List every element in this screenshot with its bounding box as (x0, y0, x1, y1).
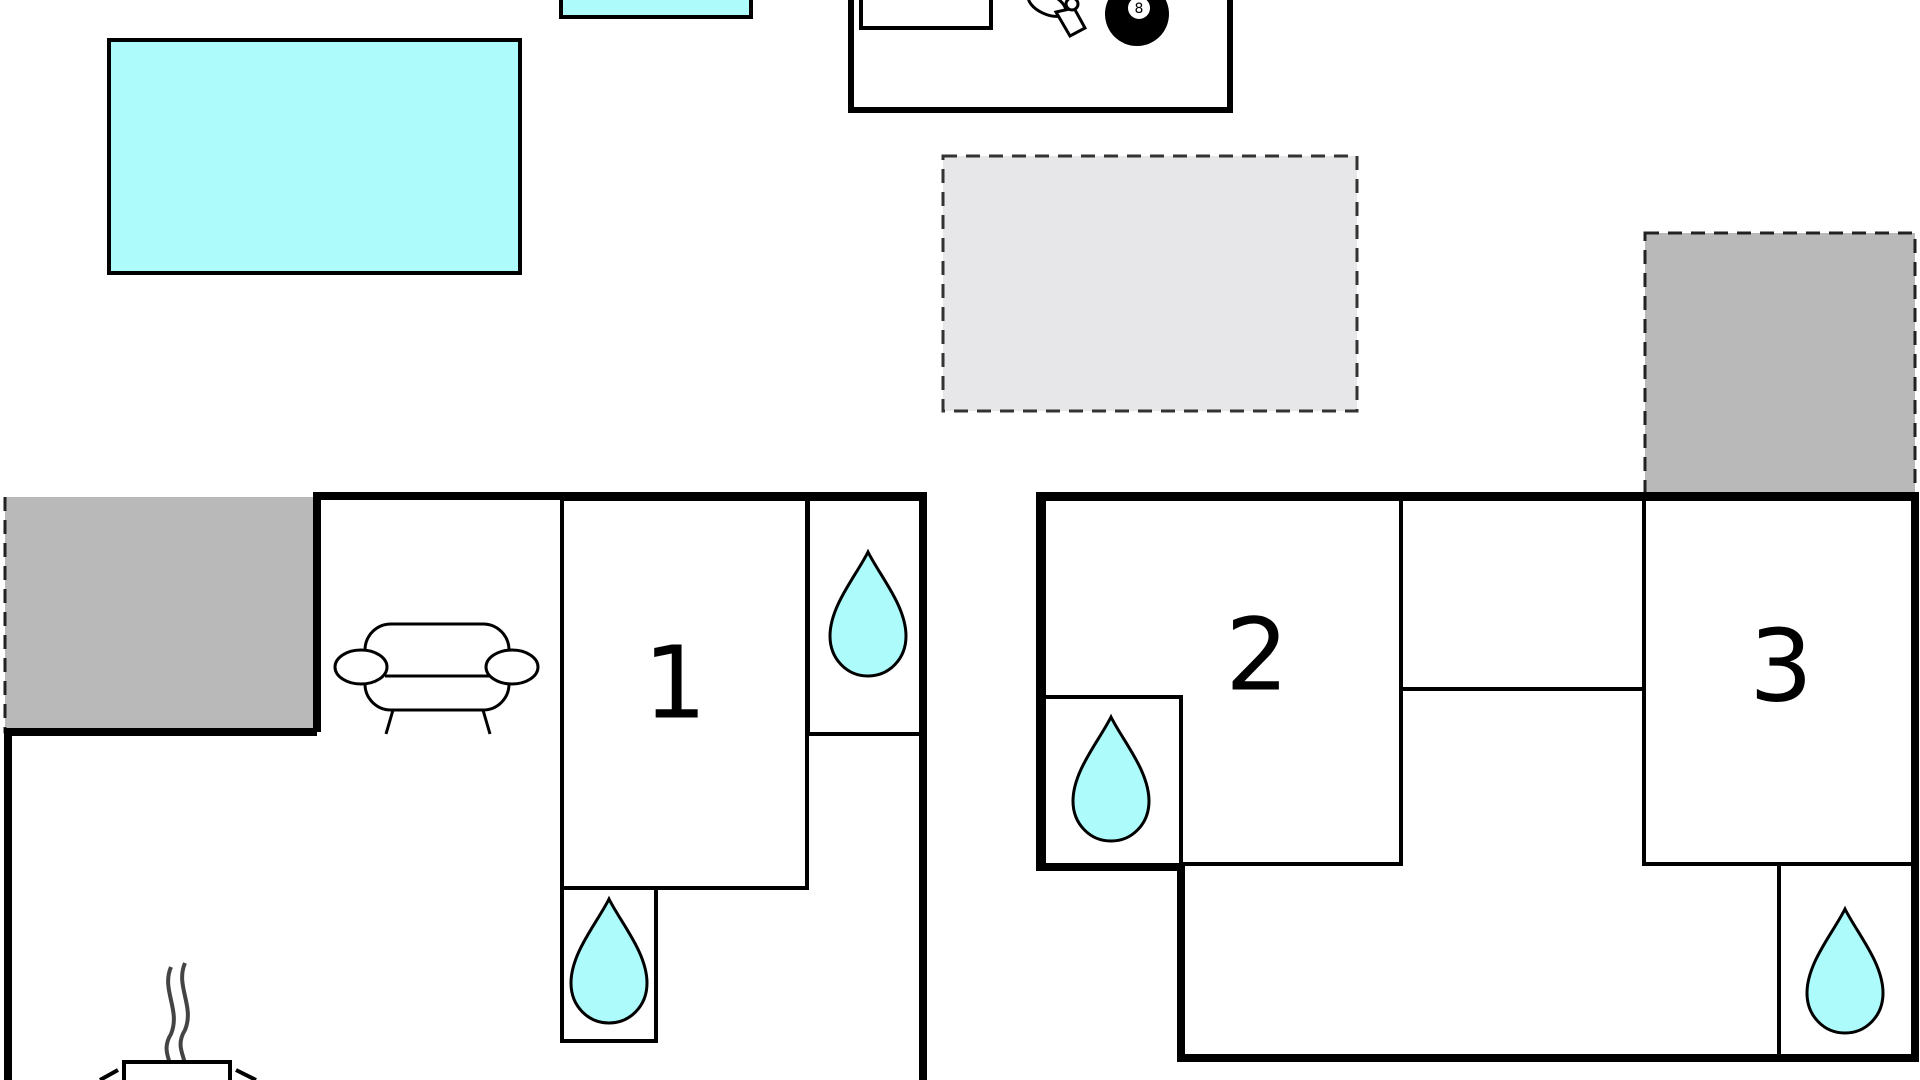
bedroom-1-walls (560, 497, 809, 890)
pool-large (107, 38, 522, 275)
sofa-icon (333, 622, 540, 735)
room-number-1: 1 (643, 625, 707, 742)
billiard-ball-icon: 8 (1105, 0, 1169, 46)
room-number-2: 2 (1225, 597, 1289, 714)
room-number-3: 3 (1749, 608, 1813, 725)
kitchen-steam-icon (99, 962, 257, 1080)
terrace-left (3, 497, 319, 734)
games-room-table (859, 0, 993, 30)
hallway (1399, 497, 1646, 691)
left-house-walls (4, 492, 927, 1080)
table-tennis-icon (1026, 0, 1088, 39)
pool-small (559, 0, 753, 19)
parking-area (941, 154, 1359, 413)
terrace-right (1643, 231, 1917, 498)
svg-text:8: 8 (1135, 1, 1144, 17)
